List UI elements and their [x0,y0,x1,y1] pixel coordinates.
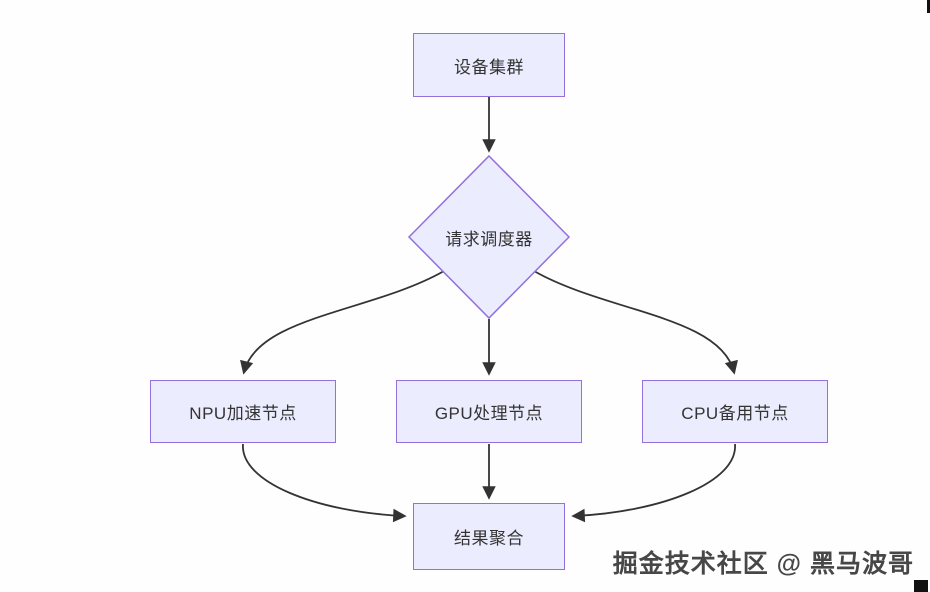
edge-scheduler-to-npu [240,270,445,375]
node-npu-label: NPU加速节点 [189,404,297,423]
node-gpu-label: GPU处理节点 [434,404,544,423]
node-aggregation: 结果聚合 [413,503,565,570]
corner-artifact-bottom-right [914,580,928,592]
corner-artifact-top-right [927,0,930,13]
edge-npu-to-aggregation [242,443,407,523]
edge-cpu-to-aggregation [571,443,736,523]
edge-scheduler-to-cpu [533,270,738,375]
node-cpu: CPU备用节点 [642,380,828,443]
node-npu: NPU加速节点 [150,380,336,443]
node-gpu: GPU处理节点 [396,380,582,443]
node-device-cluster-label: 设备集群 [454,57,524,77]
node-cpu-label: CPU备用节点 [681,404,789,423]
scheduler-diamond-shape [407,154,571,320]
watermark-text: 掘金技术社区 @ 黑马波哥 [612,550,914,578]
node-aggregation-label: 结果聚合 [454,529,524,548]
node-device-cluster: 设备集群 [413,33,565,97]
